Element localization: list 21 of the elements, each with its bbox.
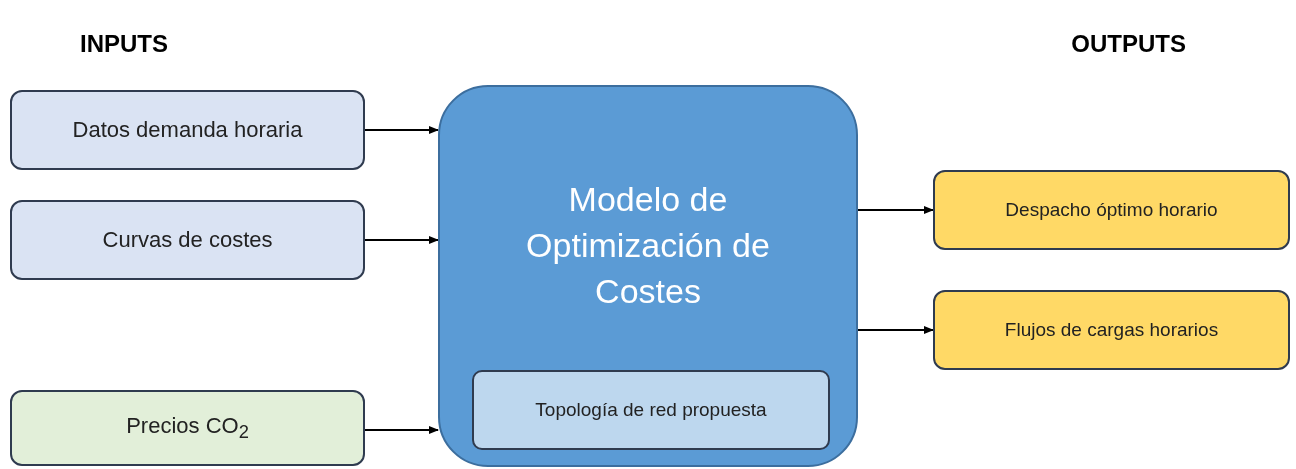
box-label: Precios CO$_{2}$: [126, 411, 249, 445]
column-heading: OUTPUTS: [1071, 30, 1186, 58]
box-label: Datos demanda horaria: [72, 116, 303, 145]
model-title: Modelo de Optimización de Costes: [525, 179, 771, 312]
box-label: Flujos de cargas horarios: [1004, 318, 1219, 343]
arrow: [364, 426, 439, 434]
column-heading: INPUTS: [80, 30, 168, 58]
process-box: [472, 370, 830, 450]
process-box: [933, 170, 1290, 250]
arrow: [364, 126, 439, 134]
arrow: [857, 326, 934, 334]
process-box: [10, 390, 365, 466]
process-box: [10, 200, 365, 280]
process-box: [10, 90, 365, 170]
arrow: [857, 206, 934, 214]
box-label: Curvas de costes: [102, 226, 273, 255]
arrow: [364, 236, 439, 244]
box-label: Despacho óptimo horario: [1005, 198, 1218, 223]
model-box: [438, 85, 858, 467]
box-label: Topología de red propuesta: [535, 398, 767, 423]
process-box: [933, 290, 1290, 370]
